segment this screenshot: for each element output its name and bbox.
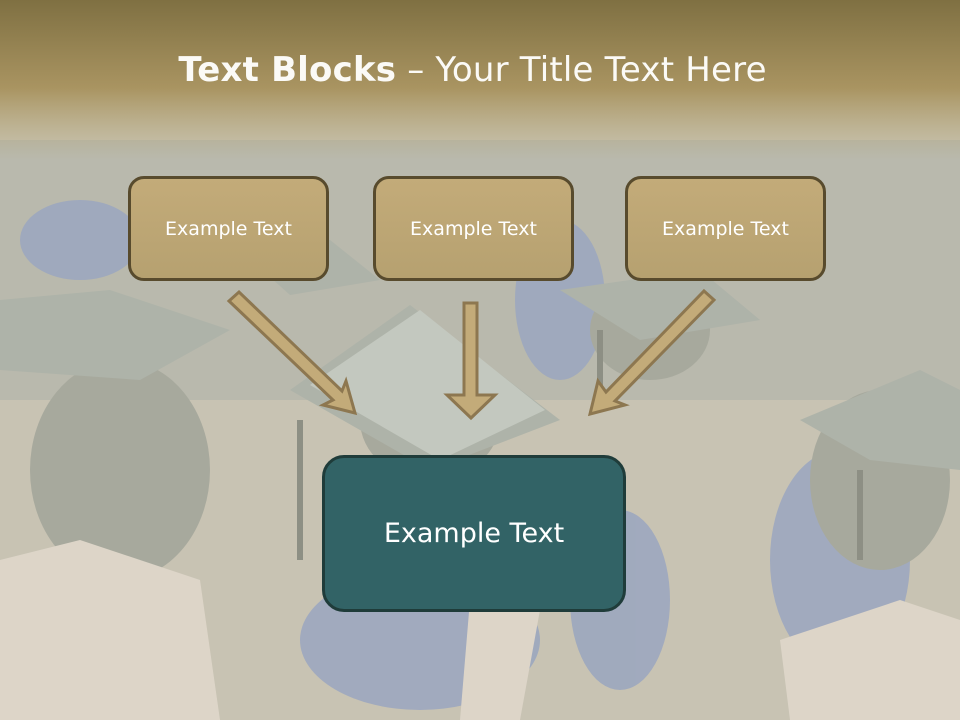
title-rest: – Your Title Text Here (396, 50, 767, 90)
text-block-2-label: Example Text (410, 217, 537, 240)
text-block-1-label: Example Text (165, 217, 292, 240)
arrow-left (226, 289, 358, 416)
center-text-block: Example Text (322, 455, 626, 612)
text-block-2: Example Text (373, 176, 574, 281)
slide-title: Text Blocks – Your Title Text Here (0, 50, 945, 90)
center-text-block-label: Example Text (383, 518, 565, 549)
arrow-center (443, 301, 499, 421)
title-bold: Text Blocks (178, 50, 397, 90)
arrow-right (587, 288, 717, 417)
text-block-3: Example Text (625, 176, 826, 281)
text-block-3-label: Example Text (662, 217, 789, 240)
text-block-1: Example Text (128, 176, 329, 281)
